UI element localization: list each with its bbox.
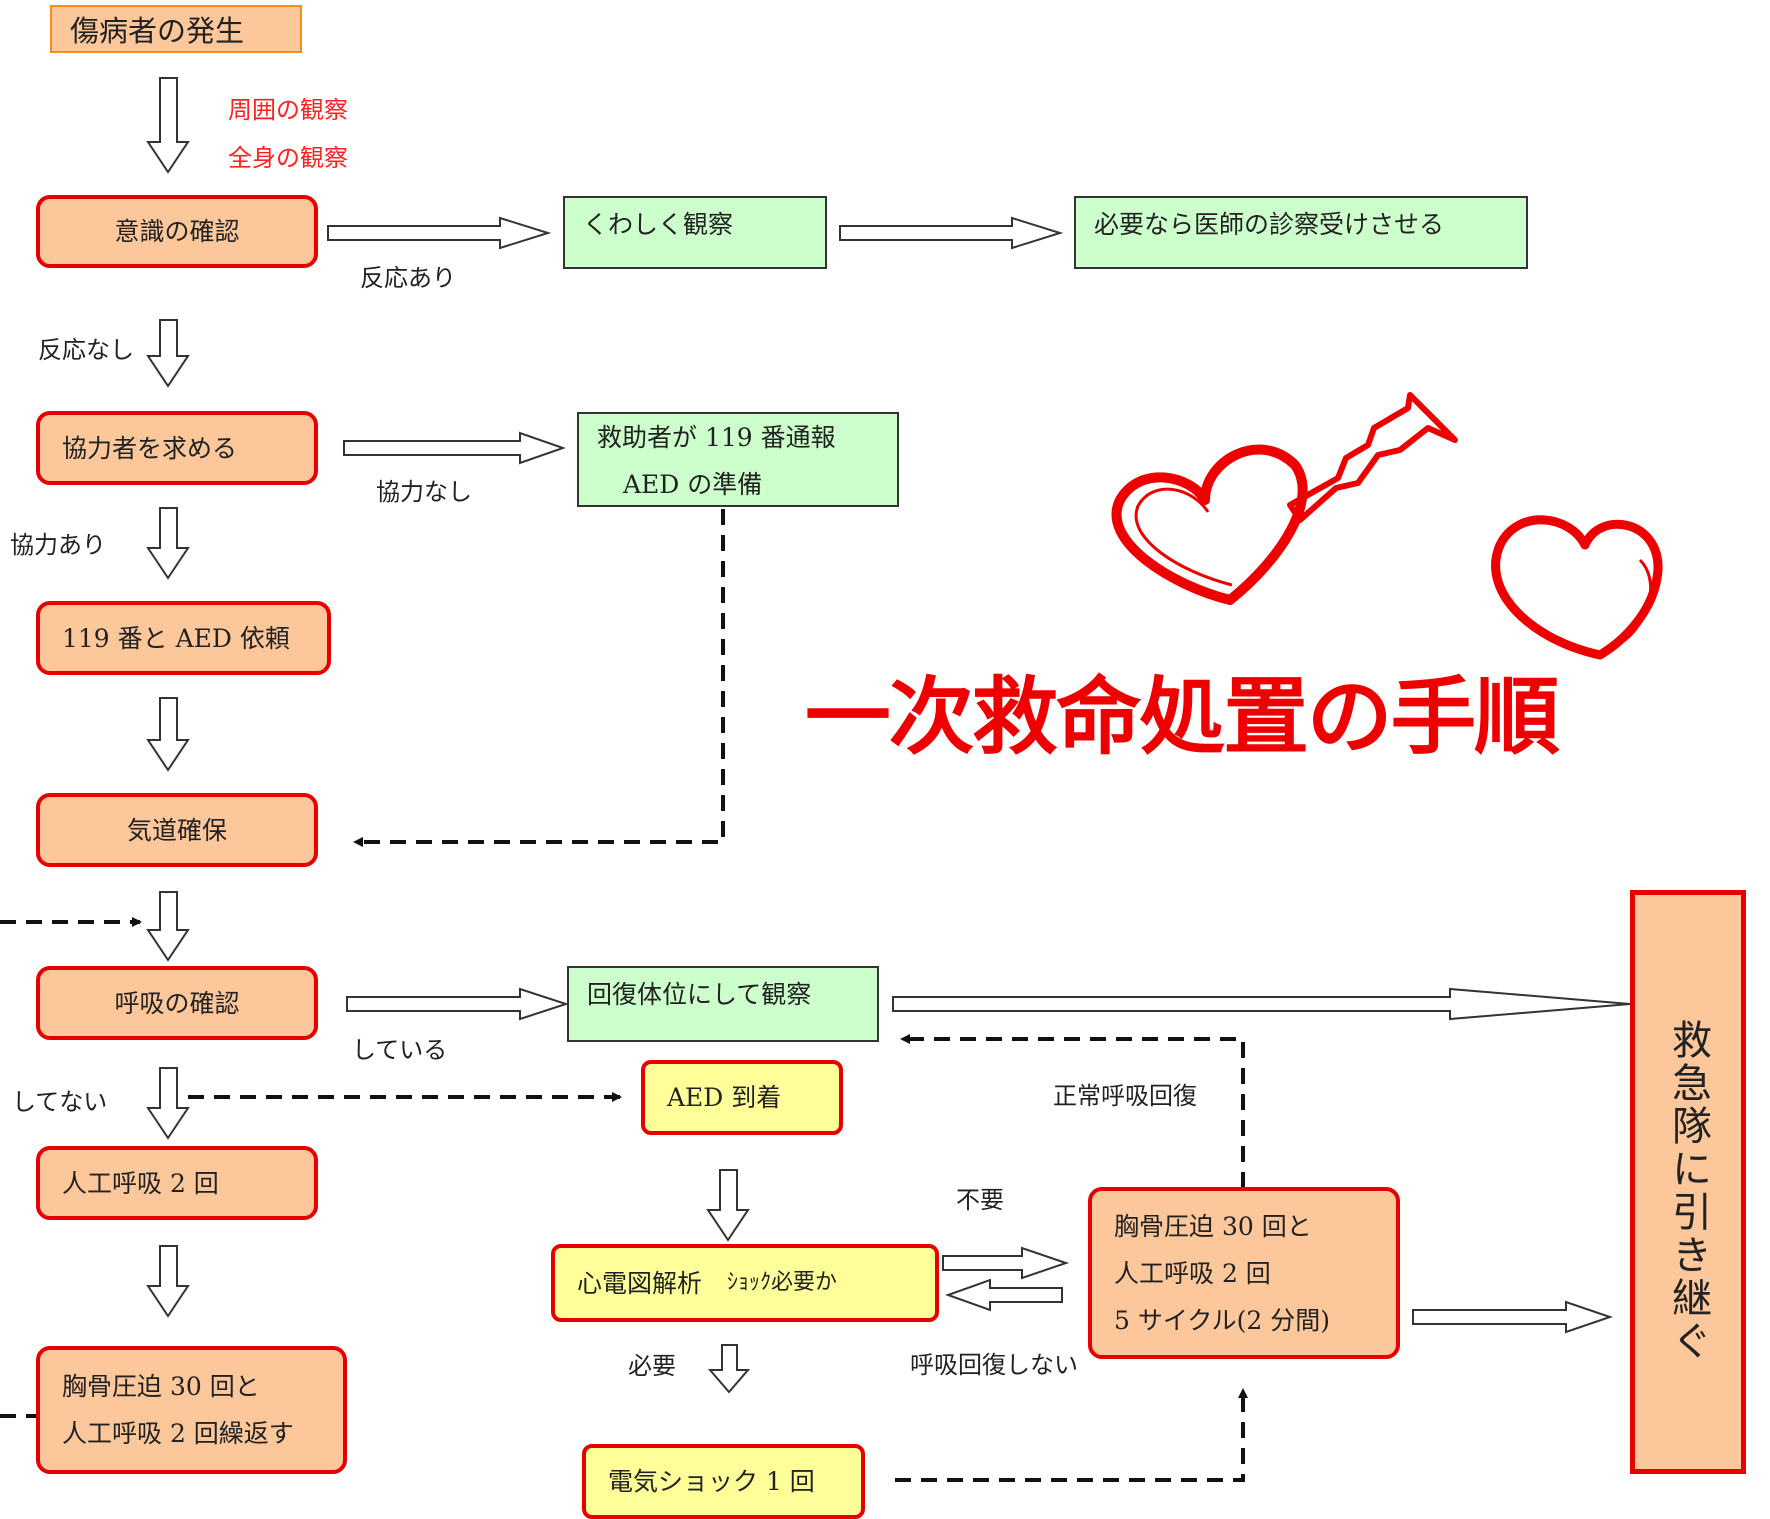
- heart-right-icon: [1491, 515, 1663, 660]
- hearts-icon: [1111, 392, 1663, 660]
- step-rescue-breaths: 人工呼吸 2 回: [36, 1146, 318, 1220]
- down-arrow-start: [146, 77, 190, 174]
- right-arrow-doctor: [839, 216, 1064, 250]
- left-arrow-no-shock: [945, 1278, 1063, 1312]
- recovery-box: 回復体位にして観察: [567, 966, 879, 1042]
- dashed-to-recovery: [900, 1034, 1245, 1188]
- down-arrow-helpers: [146, 507, 190, 580]
- analysis-box: 心電図解析 ｼｮｯｸ必要か: [551, 1244, 939, 1322]
- label-no-help: 協力なし: [376, 478, 472, 506]
- start-text: 傷病者の発生: [70, 14, 245, 48]
- shock-text: 電気ショック 1 回: [608, 1467, 815, 1496]
- aed-arrival-box: AED 到着: [641, 1060, 843, 1135]
- step-cpr: 胸骨圧迫 30 回と 人工呼吸 2 回繰返す: [36, 1346, 347, 1474]
- analysis-small-text: ｼｮｯｸ必要か: [727, 1270, 838, 1295]
- step-consciousness: 意識の確認: [36, 195, 318, 268]
- step-breathing: 呼吸の確認: [36, 966, 318, 1040]
- doctor-text: 必要なら医師の診察受けさせる: [1094, 210, 1445, 239]
- step-cpr-line2: 人工呼吸 2 回繰返す: [62, 1419, 294, 1448]
- step-cpr-line1: 胸骨圧迫 30 回と: [62, 1372, 260, 1401]
- step-airway: 気道確保: [36, 793, 318, 867]
- rescuer-box: 救助者が 119 番通報 AED の準備: [577, 412, 899, 507]
- handover-text: 救急隊に引き継ぐ: [1665, 1019, 1711, 1363]
- right-arrow-breathing: [346, 987, 570, 1021]
- rescuer-line2: AED の準備: [623, 470, 763, 499]
- lightning-icon: [1287, 392, 1458, 523]
- step-call: 119 番と AED 依頼: [36, 601, 331, 675]
- aed-arrival-text: AED 到着: [667, 1083, 782, 1112]
- heart-left-icon: [1111, 444, 1308, 605]
- label-not-recovered: 呼吸回復しない: [910, 1351, 1078, 1379]
- label-breathing-no: してない: [12, 1088, 108, 1116]
- label-unresponsive: 反応なし: [38, 336, 134, 364]
- cycle-line2: 人工呼吸 2 回: [1114, 1258, 1271, 1288]
- cycle-line3: 5 サイクル(2 分間): [1114, 1305, 1330, 1335]
- cycle-line1: 胸骨圧迫 30 回と: [1114, 1211, 1312, 1241]
- analysis-text: 心電図解析: [577, 1268, 728, 1298]
- down-arrow-analysis: [707, 1344, 751, 1394]
- down-arrow-consciousness: [146, 319, 190, 388]
- step-rescue-breaths-text: 人工呼吸 2 回: [62, 1168, 219, 1198]
- label-needed: 必要: [628, 1352, 676, 1380]
- observe-body: 全身の観察: [228, 144, 348, 172]
- cycle-box: 胸骨圧迫 30 回と 人工呼吸 2 回 5 サイクル(2 分間): [1088, 1187, 1400, 1359]
- recovery-text: 回復体位にして観察: [587, 980, 812, 1009]
- dashed-shock-to-cycle: [895, 1388, 1248, 1482]
- right-arrow-handover-top: [892, 987, 1631, 1021]
- rescuer-line1: 救助者が 119 番通報: [597, 423, 836, 452]
- page-title: 一次救命処置の手順: [805, 668, 1560, 766]
- right-arrow-cycle-handover: [1412, 1300, 1614, 1334]
- label-help: 協力あり: [10, 531, 106, 559]
- label-responsive: 反応あり: [360, 264, 456, 292]
- down-arrow-aed: [706, 1169, 750, 1242]
- right-arrow-responsive: [327, 216, 552, 250]
- step-helpers: 協力者を求める: [36, 411, 318, 485]
- down-arrow-breathing: [146, 1067, 190, 1140]
- step-consciousness-text: 意識の確認: [114, 217, 240, 246]
- dashed-aed-to-airway: [353, 509, 725, 847]
- down-arrow-rescue: [146, 1245, 190, 1318]
- right-arrow-no-help: [343, 431, 567, 465]
- down-arrow-airway: [146, 891, 190, 962]
- step-helpers-text: 協力者を求める: [62, 433, 238, 463]
- label-not-needed: 不要: [956, 1186, 1004, 1214]
- right-arrow-need-shock: [942, 1246, 1070, 1280]
- step-breathing-text: 呼吸の確認: [114, 988, 240, 1018]
- observe-detail-box: くわしく観察: [563, 196, 827, 269]
- step-call-text: 119 番と AED 依頼: [62, 623, 290, 653]
- dashed-flows: [0, 509, 1248, 1482]
- right-arrows: [327, 216, 1631, 1334]
- start-box: 傷病者の発生: [50, 5, 302, 53]
- label-normal-recovered: 正常呼吸回復: [1053, 1082, 1197, 1110]
- observe-detail-text: くわしく観察: [583, 210, 734, 239]
- label-breathing-yes: している: [352, 1036, 448, 1064]
- handover-box: 救急隊に引き継ぐ: [1630, 890, 1746, 1474]
- doctor-box: 必要なら医師の診察受けさせる: [1074, 196, 1528, 269]
- down-arrow-call: [146, 697, 190, 772]
- observe-surroundings: 周囲の観察: [228, 96, 348, 124]
- step-airway-text: 気道確保: [126, 815, 227, 845]
- down-arrows: [146, 77, 751, 1394]
- shock-box: 電気ショック 1 回: [582, 1444, 865, 1519]
